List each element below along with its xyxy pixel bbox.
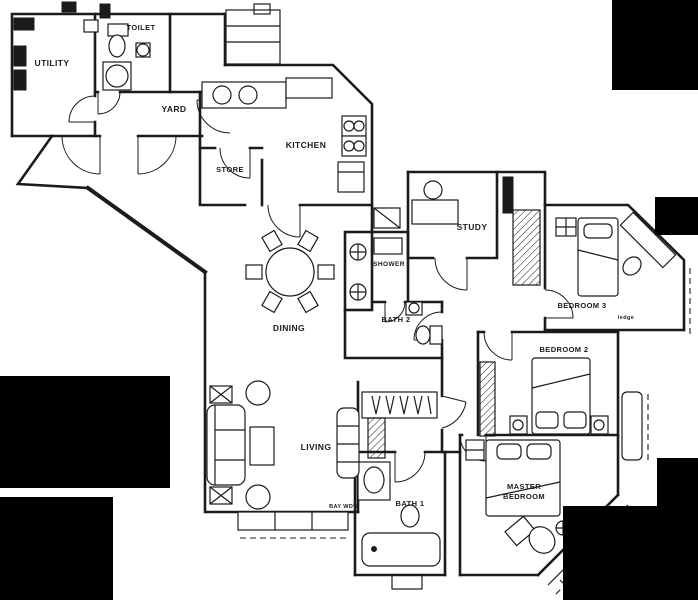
room-label-bay-window: BAY WDW bbox=[329, 504, 359, 510]
room-label-ledge: ledge bbox=[618, 315, 634, 321]
room-label-bath-2: BATH 2 bbox=[382, 315, 411, 324]
study-desk bbox=[411, 180, 459, 225]
utility-fixtures bbox=[13, 1, 111, 91]
room-label-toilet: TOILET bbox=[127, 23, 156, 32]
redaction-block bbox=[655, 197, 698, 235]
room-label-utility: UTILITY bbox=[35, 58, 70, 68]
door-swings bbox=[61, 91, 574, 483]
room-label-kitchen: KITCHEN bbox=[286, 140, 327, 150]
dining-table bbox=[245, 229, 335, 314]
shower-stall bbox=[373, 237, 403, 255]
bath1-fixtures bbox=[357, 461, 441, 590]
exterior-walls bbox=[10, 12, 686, 577]
room-label-shower: SHOWER bbox=[373, 261, 405, 268]
room-labels: UTILITY TOILET YARD STORE KITCHEN DINING… bbox=[35, 23, 634, 510]
room-label-yard: YARD bbox=[162, 104, 187, 114]
room-label-store: STORE bbox=[216, 165, 244, 174]
room-label-bath-1: BATH 1 bbox=[396, 499, 425, 508]
bedroom2-furniture bbox=[479, 357, 609, 437]
toilet-fixtures bbox=[107, 23, 151, 58]
room-label-master-2: BEDROOM bbox=[503, 492, 545, 501]
redaction-block bbox=[0, 376, 170, 488]
wardrobe-corridor bbox=[361, 391, 438, 459]
bedroom3-furniture bbox=[512, 209, 677, 297]
room-label-study: STUDY bbox=[457, 222, 488, 232]
service-shaft bbox=[225, 3, 514, 301]
redaction-block bbox=[0, 497, 113, 600]
room-label-bedroom-3: BEDROOM 3 bbox=[557, 301, 606, 310]
master-bedroom-furniture bbox=[465, 439, 571, 554]
redaction-block bbox=[612, 0, 698, 90]
washing-machine bbox=[102, 61, 132, 91]
redaction-block bbox=[563, 506, 698, 600]
kitchen-fixtures bbox=[201, 77, 367, 193]
room-label-master-1: MASTER bbox=[507, 482, 541, 491]
room-label-dining: DINING bbox=[273, 323, 305, 333]
room-label-living: LIVING bbox=[301, 442, 332, 452]
room-label-bedroom-2: BEDROOM 2 bbox=[539, 345, 588, 354]
bath2-fixtures bbox=[405, 301, 443, 345]
living-furniture bbox=[206, 380, 360, 510]
redaction-block bbox=[657, 458, 698, 508]
